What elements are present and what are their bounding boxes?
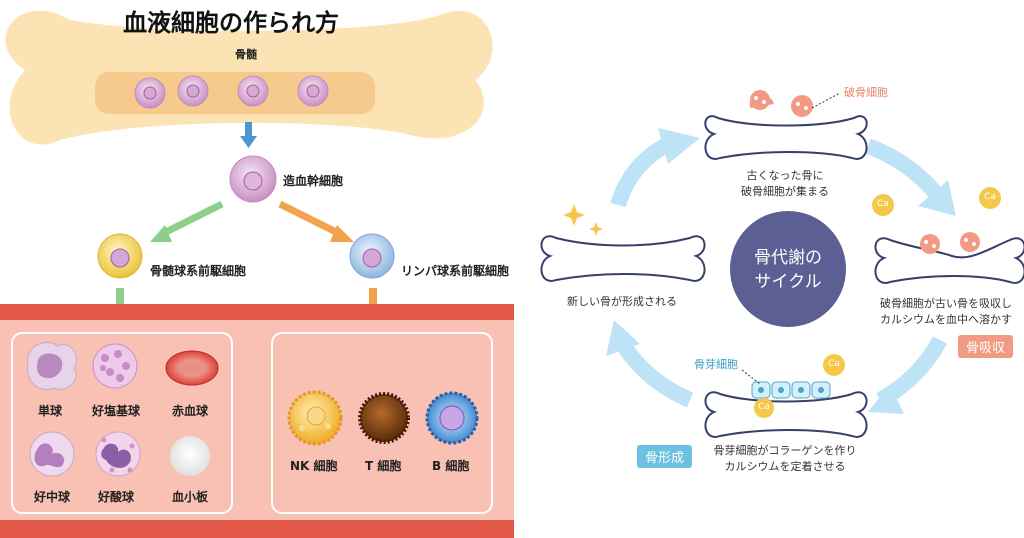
myeloid-progenitor-cell xyxy=(97,233,143,279)
calcium-label: Ca xyxy=(877,199,889,209)
calcium-label: Ca xyxy=(828,359,840,369)
basophil-label: 好塩基球 xyxy=(92,404,141,418)
sparkle-icon xyxy=(563,204,603,236)
bottom-caption: 骨芽細胞がコラーゲンを作り カルシウムを定着させる xyxy=(700,443,870,475)
calcium-icon xyxy=(979,187,1001,209)
b-cell-label: B 細胞 xyxy=(432,459,470,473)
osteoclast-icon xyxy=(749,90,774,110)
monocyte-cell xyxy=(26,342,78,390)
stem-cell-label: 造血幹細胞 xyxy=(283,174,344,188)
cycle-arrow-top-right xyxy=(865,138,956,216)
left-caption: 新しい骨が形成される xyxy=(567,295,677,308)
myeloid-progenitor-label: 骨髄球系前駆細胞 xyxy=(150,264,247,278)
calcium-icon xyxy=(872,194,894,216)
resorption-badge: 骨吸収 xyxy=(958,335,1014,358)
calcium-label: Ca xyxy=(984,192,996,202)
t-cell xyxy=(358,392,410,444)
osteoblast-icon xyxy=(751,381,831,399)
monocyte-label: 単球 xyxy=(38,404,63,418)
marrow-cell xyxy=(134,77,166,109)
top-caption-line2: 破骨細胞が集まる xyxy=(741,185,829,198)
bone-bottom xyxy=(704,391,868,438)
red-blood-cell-label: 赤血球 xyxy=(172,404,209,418)
osteoblast-label: 骨芽細胞 xyxy=(694,358,738,371)
platelet-cell xyxy=(170,436,210,476)
cycle-arrow-top-left xyxy=(610,128,700,208)
cycle-arrow-bottom-right xyxy=(868,336,948,414)
bone-top xyxy=(704,115,868,160)
marrow-cell xyxy=(297,75,329,107)
osteoclast-icon xyxy=(960,232,980,252)
marrow-cell xyxy=(177,75,209,107)
orange-arrow-icon xyxy=(278,200,354,242)
nk-cell-label: NK 細胞 xyxy=(290,459,338,473)
right-caption: 破骨細胞が古い骨を吸収し カルシウムを血中へ溶かす xyxy=(866,296,1024,328)
center-title: 骨代謝の サイクル xyxy=(744,246,832,294)
lymphoid-progenitor-cell xyxy=(349,233,395,279)
eosinophil-label: 好酸球 xyxy=(98,490,135,504)
lymphoid-progenitor-label: リンパ球系前駆細胞 xyxy=(401,264,510,278)
formation-badge: 骨形成 xyxy=(637,445,693,468)
bone-left xyxy=(540,235,706,282)
osteoclast-pointer xyxy=(811,92,841,109)
bone-right xyxy=(874,237,1024,284)
myeloid-cells-box xyxy=(11,332,233,514)
platelet-label: 血小板 xyxy=(172,490,209,504)
eosinophil-cell xyxy=(95,431,141,477)
b-cell xyxy=(425,391,479,445)
top-caption: 古くなった骨に 破骨細胞が集まる xyxy=(725,168,845,200)
bottom-caption-line1: 骨芽細胞がコラーゲンを作り xyxy=(713,444,857,457)
osteoclast-label: 破骨細胞 xyxy=(844,86,888,99)
osteoclast-icon xyxy=(920,234,940,254)
right-caption-line1: 破骨細胞が古い骨を吸収し xyxy=(880,297,1012,310)
neutrophil-label: 好中球 xyxy=(34,490,71,504)
red-blood-cell xyxy=(165,350,219,386)
nk-cell xyxy=(287,390,343,446)
neutrophil-cell xyxy=(29,431,75,477)
calcium-icon xyxy=(823,354,845,376)
osteoclast-icon xyxy=(791,95,813,117)
bottom-caption-line2: カルシウムを定着させる xyxy=(724,460,846,473)
t-cell-label: T 細胞 xyxy=(365,459,402,473)
lymphoid-cells-box xyxy=(271,332,493,514)
stem-cell xyxy=(229,155,277,203)
calcium-icon xyxy=(754,398,774,418)
cycle-arrow-bottom-left xyxy=(606,320,694,408)
green-arrow-icon xyxy=(150,200,224,242)
basophil-cell xyxy=(92,343,138,389)
center-title-line1: 骨代謝の xyxy=(754,248,822,268)
center-circle xyxy=(730,211,846,327)
center-title-line2: サイクル xyxy=(754,272,822,292)
right-caption-line2: カルシウムを血中へ溶かす xyxy=(880,313,1012,326)
marrow-label: 骨髄 xyxy=(235,48,257,61)
top-caption-line1: 古くなった骨に xyxy=(746,169,824,182)
calcium-label: Ca xyxy=(758,402,770,412)
diagram-title: 血液細胞の作られ方 xyxy=(123,9,339,37)
marrow-cell xyxy=(237,75,269,107)
arrow-down-icon xyxy=(240,122,257,148)
